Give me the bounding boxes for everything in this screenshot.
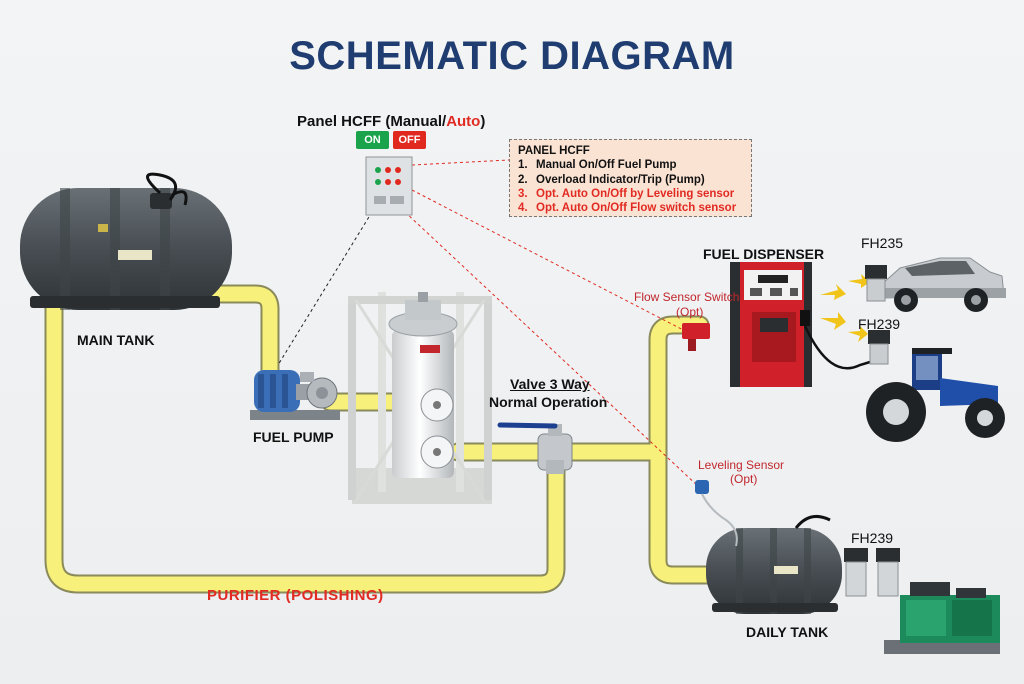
daily-tank-label: DAILY TANK xyxy=(746,624,829,640)
signal-lines xyxy=(277,159,701,489)
panel-info-heading: PANEL HCFF xyxy=(518,145,590,157)
tractor-icon xyxy=(866,348,1005,442)
fuel-pump-icon xyxy=(250,370,340,420)
flow-sensor-label-line1: Flow Sensor Switch xyxy=(634,290,740,304)
valve-label-line2: Normal Operation xyxy=(489,394,608,410)
main-tank-icon xyxy=(20,172,232,310)
leveling-sensor-label-line1: Leveling Sensor xyxy=(698,458,785,472)
panel-title-suffix: ) xyxy=(480,113,486,130)
panel-info-item-1: 1.Manual On/Off Fuel Pump xyxy=(518,159,677,172)
panel-info-box: PANEL HCFF 1.Manual On/Off Fuel Pump 2.O… xyxy=(509,139,752,217)
fuel-pump-label: FUEL PUMP xyxy=(253,429,334,445)
pickup-truck-icon xyxy=(880,257,1006,312)
on-button[interactable]: ON xyxy=(356,131,389,149)
flow-sensor-label-line2: (Opt) xyxy=(676,305,704,319)
panel-title-prefix: Panel HCFF (Manual/ xyxy=(297,113,447,130)
purifier-unit-icon xyxy=(348,292,492,504)
fh239-tractor-label: FH239 xyxy=(858,316,901,332)
off-button[interactable]: OFF xyxy=(393,131,426,149)
three-way-valve-icon xyxy=(497,422,573,474)
valve-label-line1: Valve 3 Way xyxy=(510,376,590,392)
fh235-label: FH235 xyxy=(861,235,904,251)
control-panel-icon xyxy=(365,156,413,216)
panel-info-item-3: 3.Opt. Auto On/Off by Leveling sensor xyxy=(518,187,735,200)
purifier-label: PURIFIER (POLISHING) xyxy=(207,587,384,604)
leveling-sensor-icon xyxy=(695,480,738,547)
filter-icon xyxy=(844,265,900,597)
flow-sensor-icon xyxy=(682,323,710,351)
pipe-network xyxy=(44,284,728,594)
panel-info-item-4: 4.Opt. Auto On/Off Flow switch sensor xyxy=(518,202,737,215)
dispense-arrows xyxy=(820,274,870,342)
fh239-genset-label: FH239 xyxy=(851,530,894,546)
fuel-dispenser-label: FUEL DISPENSER xyxy=(703,246,825,262)
panel-info-item-2: 2.Overload Indicator/Trip (Pump) xyxy=(518,173,705,186)
panel-title-auto: Auto xyxy=(446,113,481,130)
panel-title: Panel HCFF (Manual/Auto) xyxy=(297,113,485,130)
main-tank-label: MAIN TANK xyxy=(77,332,155,348)
daily-tank-icon xyxy=(706,514,842,614)
fuel-dispenser-icon xyxy=(730,262,871,387)
leveling-sensor-label-line2: (Opt) xyxy=(730,472,758,486)
generator-icon xyxy=(884,582,1000,654)
page-title: SCHEMATIC DIAGRAM xyxy=(289,34,735,78)
